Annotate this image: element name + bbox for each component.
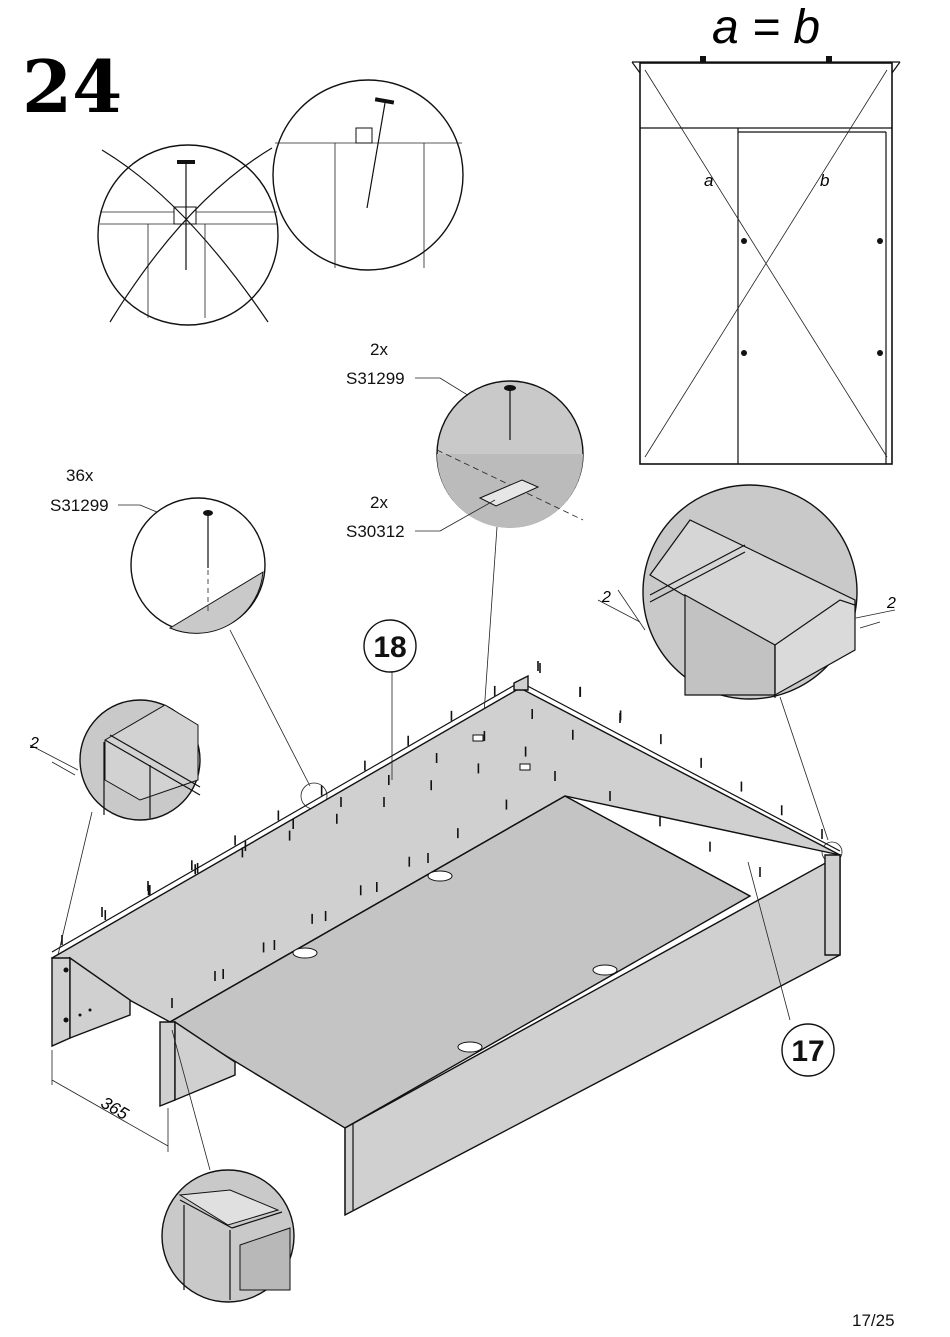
part-label-17: 17 (781, 1023, 835, 1077)
nail-plate-callout: 2x S31299 2x S30312 (346, 340, 584, 743)
diagonal-check-diagram: a b (631, 56, 901, 465)
page-number: 17/25 (852, 1311, 895, 1330)
part-number-18: 18 (373, 631, 406, 664)
gap-left: 2 (29, 735, 39, 752)
part-number-17: 17 (791, 1035, 824, 1068)
correct-nail-detail (272, 79, 464, 271)
wrong-nail-detail (97, 144, 279, 326)
nails-main-code: S31299 (50, 496, 109, 515)
left-gap-detail: 2 (29, 699, 201, 956)
leg-offset-value: 365 (98, 1093, 133, 1124)
plate-code: S30312 (346, 522, 405, 541)
diagonal-b-label: b (820, 171, 829, 190)
nail-markers (61, 661, 823, 1008)
diagonal-a-label: a (704, 171, 713, 190)
cross-mark-icon (101, 149, 269, 323)
right-gap-detail: 2 2 (597, 484, 896, 863)
step-number: 24 (22, 44, 122, 129)
gap-right-b: 2 (886, 595, 896, 612)
gap-right-a: 2 (601, 589, 611, 606)
nails-top-qty: 2x (370, 340, 388, 359)
part-label-18: 18 (363, 619, 417, 673)
nail-count-callout: 36x S31299 (50, 466, 328, 810)
corner-detail (161, 1029, 295, 1303)
nails-top-code: S31299 (346, 369, 405, 388)
leg-offset-dimension: 365 (51, 1050, 169, 1152)
nails-main-qty: 36x (66, 466, 94, 485)
bed-frame (50, 672, 841, 1217)
plate-qty: 2x (370, 493, 388, 512)
top-panel-18 (50, 687, 841, 1023)
equation-label: a = b (712, 1, 820, 54)
